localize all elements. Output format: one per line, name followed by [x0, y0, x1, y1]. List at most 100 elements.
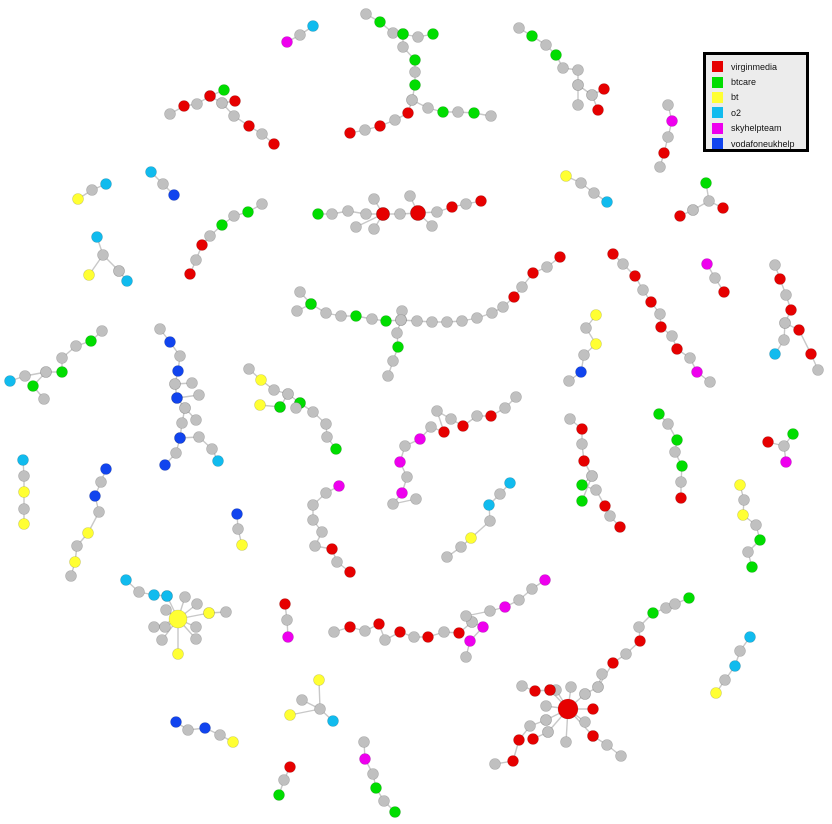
node-unlabeled — [703, 195, 715, 207]
node-unlabeled — [456, 315, 468, 327]
node-virginmedia — [629, 270, 641, 282]
node-unlabeled — [669, 446, 681, 458]
node-unlabeled — [460, 198, 472, 210]
node-o2 — [120, 574, 132, 586]
node-unlabeled — [541, 261, 553, 273]
node-unlabeled — [489, 758, 501, 770]
node-unlabeled — [778, 334, 790, 346]
node-unlabeled — [366, 313, 378, 325]
node-bt — [710, 687, 722, 699]
node-virginmedia — [655, 321, 667, 333]
node-virginmedia — [774, 273, 786, 285]
node-btcare — [312, 208, 324, 220]
node-o2 — [483, 499, 495, 511]
node-unlabeled — [359, 124, 371, 136]
legend-swatch — [712, 138, 723, 150]
node-unlabeled — [379, 634, 391, 646]
node-o2 — [212, 455, 224, 467]
node-unlabeled — [193, 431, 205, 443]
node-o2 — [100, 178, 112, 190]
node-virginmedia — [344, 566, 356, 578]
node-unlabeled — [615, 750, 627, 762]
node-unlabeled — [256, 198, 268, 210]
node-unlabeled — [367, 768, 379, 780]
node-virginmedia — [284, 761, 296, 773]
node-btcare — [370, 782, 382, 794]
node-virginmedia — [576, 423, 588, 435]
node-unlabeled — [342, 205, 354, 217]
node-o2 — [729, 660, 741, 672]
node-skyhelpteam — [333, 480, 345, 492]
node-unlabeled — [654, 308, 666, 320]
node-unlabeled — [220, 606, 232, 618]
node-unlabeled — [590, 484, 602, 496]
node-unlabeled — [719, 674, 731, 686]
node-unlabeled — [734, 645, 746, 657]
node-unlabeled — [750, 519, 762, 531]
node-virginmedia — [587, 730, 599, 742]
node-unlabeled — [314, 703, 326, 715]
node-unlabeled — [96, 325, 108, 337]
node-bt — [236, 539, 248, 551]
nodes — [4, 8, 824, 818]
node-unlabeled — [662, 418, 674, 430]
node-skyhelpteam — [414, 433, 426, 445]
node-unlabeled — [70, 340, 82, 352]
node-o2 — [769, 348, 781, 360]
node-virginmedia — [658, 147, 670, 159]
node-unlabeled — [401, 471, 413, 483]
node-unlabeled — [471, 312, 483, 324]
node-unlabeled — [441, 551, 453, 563]
node-unlabeled — [586, 470, 598, 482]
node-skyhelpteam — [701, 258, 713, 270]
node-unlabeled — [307, 406, 319, 418]
node-unlabeled — [190, 414, 202, 426]
node-unlabeled — [282, 388, 294, 400]
node-skyhelpteam — [394, 456, 406, 468]
node-virginmedia — [529, 685, 541, 697]
node-vodafoneukhelp — [170, 716, 182, 728]
node-virginmedia — [717, 202, 729, 214]
edges — [9, 13, 819, 813]
node-unlabeled — [368, 223, 380, 235]
legend-item-o2: o2 — [712, 105, 800, 120]
node-unlabeled — [316, 526, 328, 538]
node-virginmedia — [184, 268, 196, 280]
node-virginmedia — [457, 420, 469, 432]
node-virginmedia — [507, 755, 519, 767]
node-btcare — [305, 298, 317, 310]
node-virginmedia — [785, 304, 797, 316]
node-skyhelpteam — [281, 36, 293, 48]
node-unlabeled — [675, 476, 687, 488]
node-virginmedia — [527, 733, 539, 745]
node-unlabeled — [564, 413, 576, 425]
node-unlabeled — [93, 506, 105, 518]
node-vodafoneukhelp — [159, 459, 171, 471]
node-unlabeled — [360, 208, 372, 220]
node-unlabeled — [575, 177, 587, 189]
node-unlabeled — [579, 688, 591, 700]
node-unlabeled — [704, 376, 716, 388]
node-unlabeled — [742, 546, 754, 558]
node-virginmedia — [438, 426, 450, 438]
node-o2 — [307, 20, 319, 32]
node-unlabeled — [431, 206, 443, 218]
node-unlabeled — [709, 272, 721, 284]
node-btcare — [671, 434, 683, 446]
node-virginmedia — [762, 436, 774, 448]
node-unlabeled — [654, 161, 666, 173]
node-unlabeled — [164, 108, 176, 120]
node-o2 — [145, 166, 157, 178]
node-skyhelpteam — [499, 601, 511, 613]
node-unlabeled — [580, 322, 592, 334]
node-bt — [560, 170, 572, 182]
node-unlabeled — [510, 391, 522, 403]
node-virginmedia — [671, 343, 683, 355]
node-unlabeled — [382, 370, 394, 382]
node-btcare — [392, 341, 404, 353]
node-bt — [590, 309, 602, 321]
node-unlabeled — [18, 470, 30, 482]
node-unlabeled — [438, 626, 450, 638]
node-unlabeled — [684, 352, 696, 364]
node-unlabeled — [190, 621, 202, 633]
